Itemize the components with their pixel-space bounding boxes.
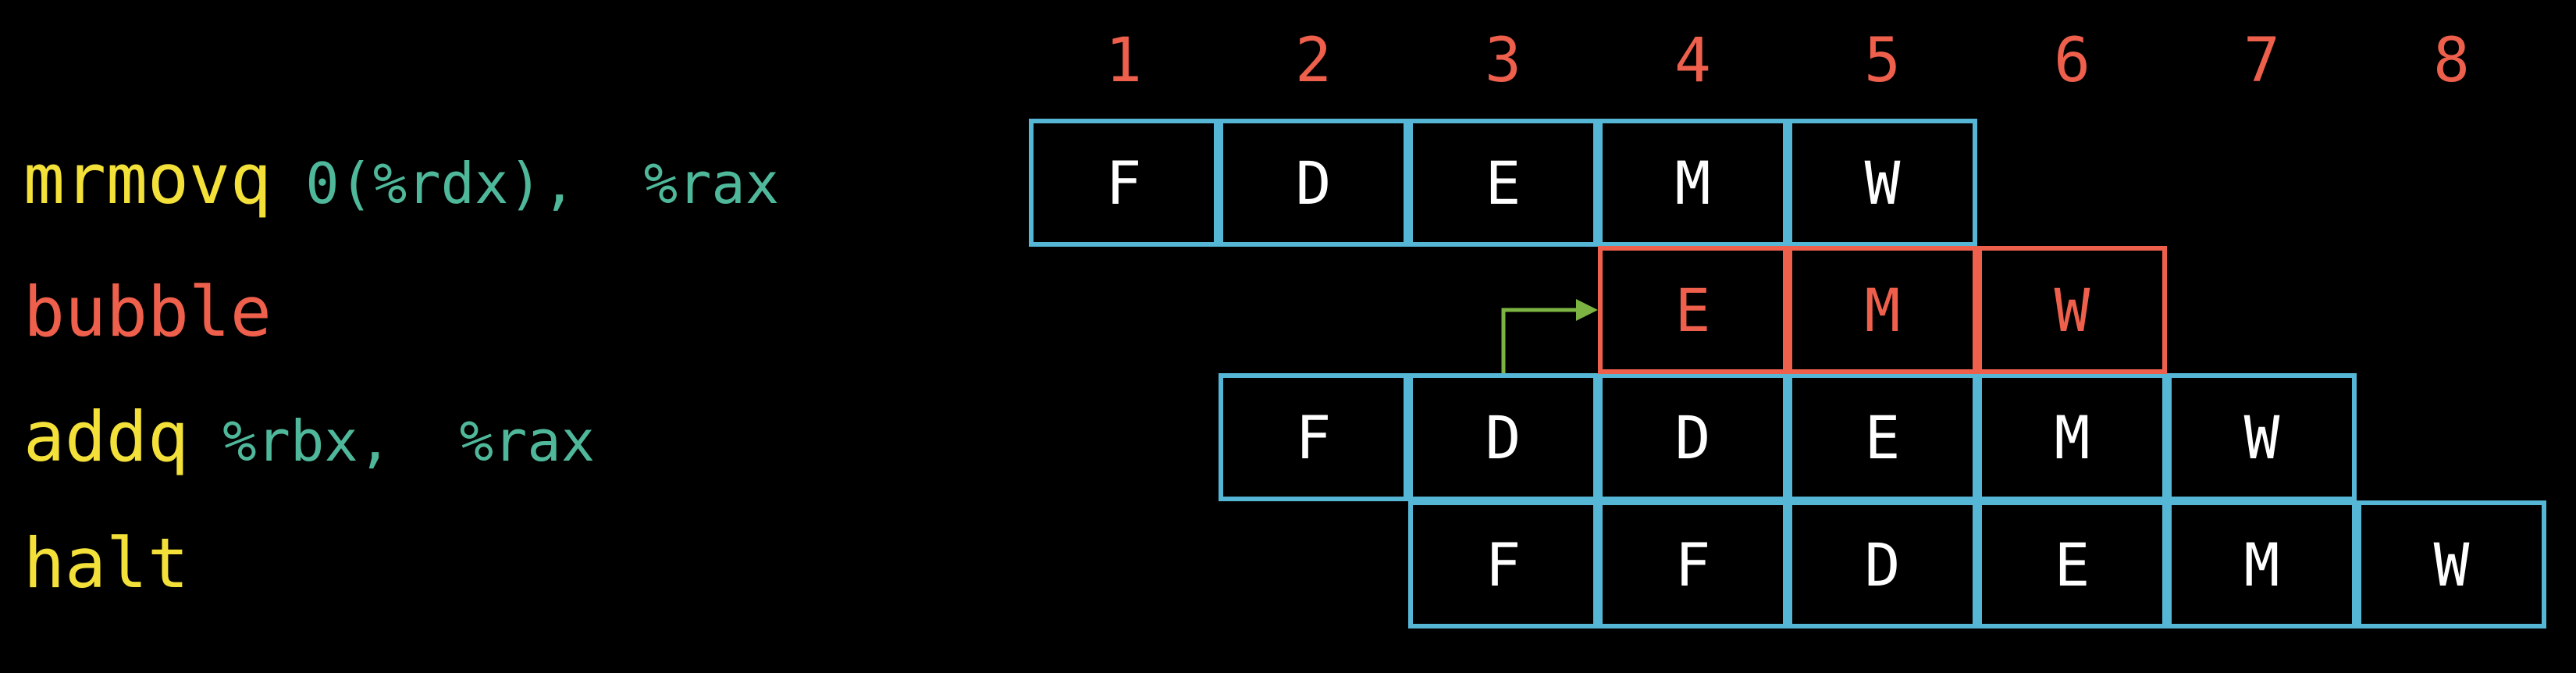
- instruction-mnemonic: addq: [23, 397, 189, 477]
- instruction-addq: addq %rbx, %rax: [23, 398, 595, 480]
- cycle-number-1: 1: [1105, 26, 1142, 96]
- stage-cell-execute: E: [1788, 373, 1977, 501]
- stage-cell-fetch: F: [1029, 119, 1219, 247]
- cycle-number-3: 3: [1485, 26, 1521, 96]
- stage-cell-memory: M: [2167, 500, 2357, 628]
- cycle-number-8: 8: [2433, 26, 2470, 96]
- stage-cell-fetch: F: [1408, 500, 1598, 628]
- stage-cell-fetch-stalled: F: [1598, 500, 1788, 628]
- stage-cell-decode: D: [1219, 119, 1408, 247]
- stage-cell-execute: E: [1977, 500, 2167, 628]
- cycle-number-2: 2: [1295, 26, 1332, 96]
- instruction-mnemonic: bubble: [23, 272, 272, 352]
- bubble-cell-execute: E: [1598, 246, 1788, 374]
- stage-cell-decode: D: [1788, 500, 1977, 628]
- instruction-operands: 0(%rdx), %rax: [271, 151, 780, 216]
- instruction-mnemonic: mrmovq: [23, 139, 272, 219]
- stage-cell-writeback: W: [1788, 119, 1977, 247]
- cycle-number-4: 4: [1674, 26, 1711, 96]
- instruction-operands: %rbx, %rax: [188, 408, 596, 474]
- stage-cell-fetch: F: [1219, 373, 1408, 501]
- bubble-cell-writeback: W: [1977, 246, 2167, 374]
- instruction-mnemonic: halt: [23, 523, 189, 604]
- cycle-number-6: 6: [2054, 26, 2090, 96]
- stage-cell-decode-stalled: D: [1598, 373, 1788, 501]
- stage-cell-writeback: W: [2357, 500, 2546, 628]
- cycle-number-7: 7: [2243, 26, 2280, 96]
- instruction-bubble: bubble: [23, 273, 272, 351]
- bubble-cell-memory: M: [1788, 246, 1977, 374]
- stage-cell-memory: M: [1598, 119, 1788, 247]
- cycle-number-5: 5: [1864, 26, 1901, 96]
- instruction-halt: halt: [23, 525, 189, 603]
- stage-cell-decode: D: [1408, 373, 1598, 501]
- stage-cell-writeback: W: [2167, 373, 2357, 501]
- instruction-mrmovq: mrmovq 0(%rdx), %rax: [23, 141, 779, 223]
- stage-cell-memory: M: [1977, 373, 2167, 501]
- stage-cell-execute: E: [1408, 119, 1598, 247]
